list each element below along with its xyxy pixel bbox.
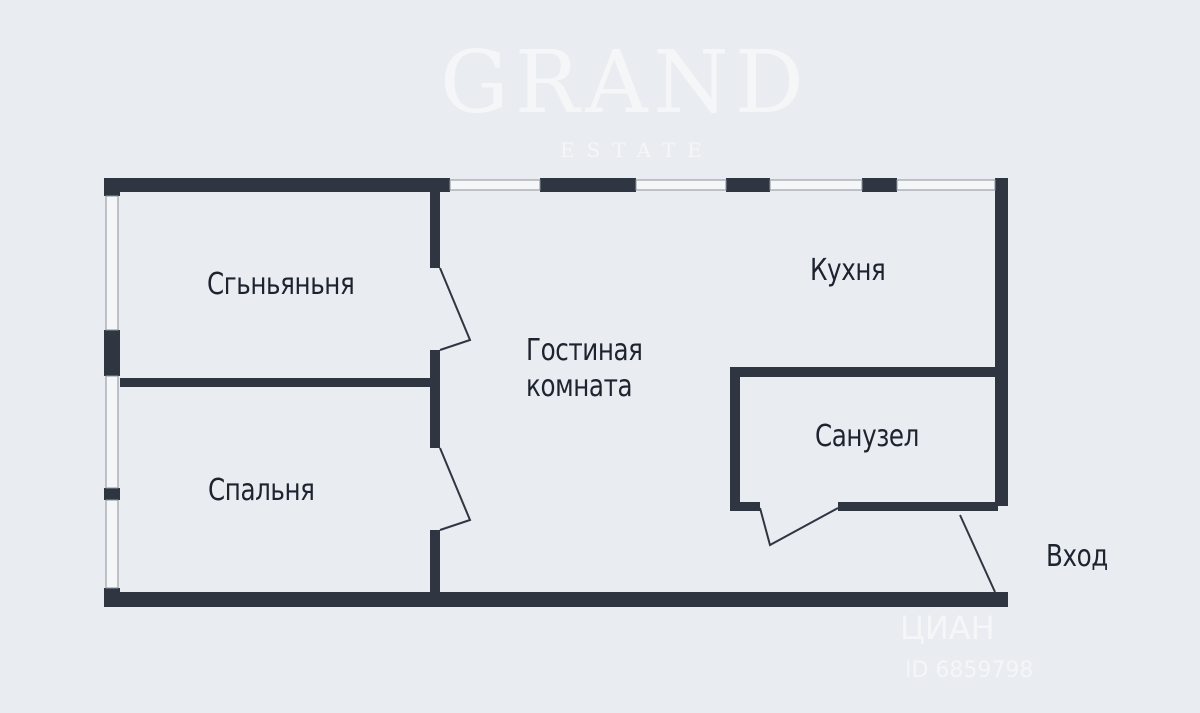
watermark-estate: ESTATE <box>560 138 714 162</box>
window <box>896 179 996 191</box>
room-label-bathroom: Санузел <box>815 419 919 454</box>
entrance-label: Вход <box>1046 539 1108 574</box>
wall <box>104 488 120 500</box>
room-label-living-2: комната <box>526 369 633 404</box>
room-label-bedroom-top: Сгьньяньня <box>207 267 355 302</box>
wall <box>430 350 440 448</box>
window <box>105 195 119 331</box>
window <box>769 179 863 191</box>
wall <box>726 178 770 192</box>
room-label-bedroom: Спальня <box>208 473 315 508</box>
window <box>105 499 119 589</box>
watermark-cian: ЦИАН <box>900 609 995 647</box>
door <box>439 447 472 531</box>
room-label-kitchen: Кухня <box>810 253 886 288</box>
room-label-living-1: Гостиная <box>526 333 643 368</box>
wall <box>104 178 120 196</box>
wall <box>540 178 636 192</box>
wall <box>430 530 440 594</box>
wall <box>430 190 440 268</box>
entrance-door <box>959 514 996 593</box>
wall <box>730 367 1000 377</box>
door <box>439 267 472 351</box>
window <box>105 375 119 489</box>
door <box>759 507 839 547</box>
wall <box>995 178 1008 506</box>
wall <box>730 367 740 510</box>
wall <box>104 330 120 376</box>
wall <box>104 178 450 192</box>
window <box>449 179 541 191</box>
wall <box>104 592 1008 607</box>
watermark-id: ID 6859798 <box>905 658 1034 683</box>
wall <box>862 178 897 192</box>
watermark-grand: GRAND <box>440 33 810 133</box>
window <box>635 179 727 191</box>
wall <box>730 502 760 511</box>
wall <box>120 378 432 387</box>
wall <box>838 502 998 511</box>
